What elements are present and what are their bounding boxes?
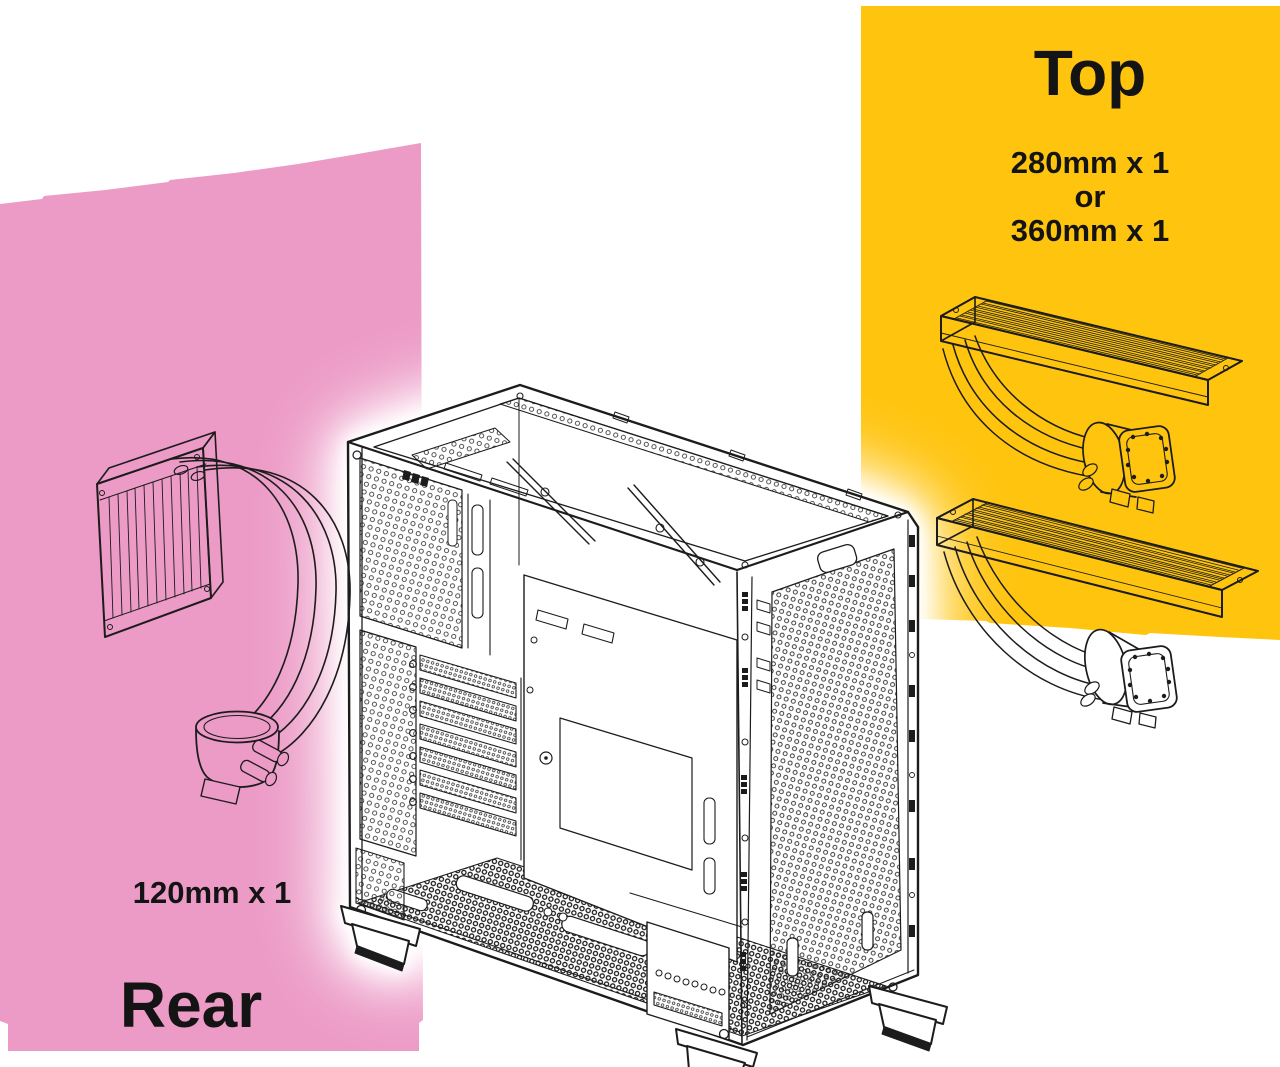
top-spec-line-3: 360mm x 1: [1010, 213, 1170, 248]
case-feet: [340, 905, 948, 1067]
case-rear-interior: [355, 447, 491, 921]
front-column-vents: [740, 592, 748, 971]
rear-zone-spec: 120mm x 1: [132, 875, 292, 910]
rear-radiator-pump: [195, 710, 290, 805]
case-psu-cage: [629, 892, 743, 1041]
top-spec-line-1: 280mm x 1: [1010, 145, 1170, 180]
radiator-280-body: [940, 296, 1243, 406]
case-motherboard-tray: [518, 399, 738, 963]
top-spec-line-2: or: [1074, 179, 1106, 214]
rear-radiator-120-illustration: [96, 431, 351, 805]
top-radiator-360: [936, 498, 1259, 729]
pc-case-illustration: [340, 383, 948, 1067]
rear-radiator-tubes: [171, 456, 351, 758]
case-pci-slots: [409, 654, 522, 861]
case-top-face: [346, 392, 910, 586]
top-zone-heading: Top: [1033, 37, 1147, 109]
radiator-280-pump: [1078, 421, 1176, 514]
case-front-mesh-panel: [736, 519, 915, 1044]
top-zone-spec: 280mm x 1 or 360mm x 1: [930, 146, 1250, 248]
pump-face-bolts: [1127, 651, 1172, 704]
radiator-280-tubes: [942, 335, 1094, 477]
pump-face-bolts: [1125, 431, 1170, 484]
radiator-280-fins: [956, 300, 1227, 376]
rear-zone-heading: Rear: [119, 969, 263, 1041]
radiator-360-tubes: [943, 536, 1112, 701]
radiator-360-body: [936, 498, 1259, 618]
rear-radiator-fins: [108, 466, 202, 619]
top-radiators-illustration: [936, 296, 1259, 729]
top-radiator-280: [940, 296, 1243, 514]
radiator-360-pump: [1080, 628, 1178, 729]
rear-radiator-body: [96, 431, 224, 638]
radiator-360-fins: [953, 503, 1242, 586]
right-rim-vents: [909, 535, 915, 937]
